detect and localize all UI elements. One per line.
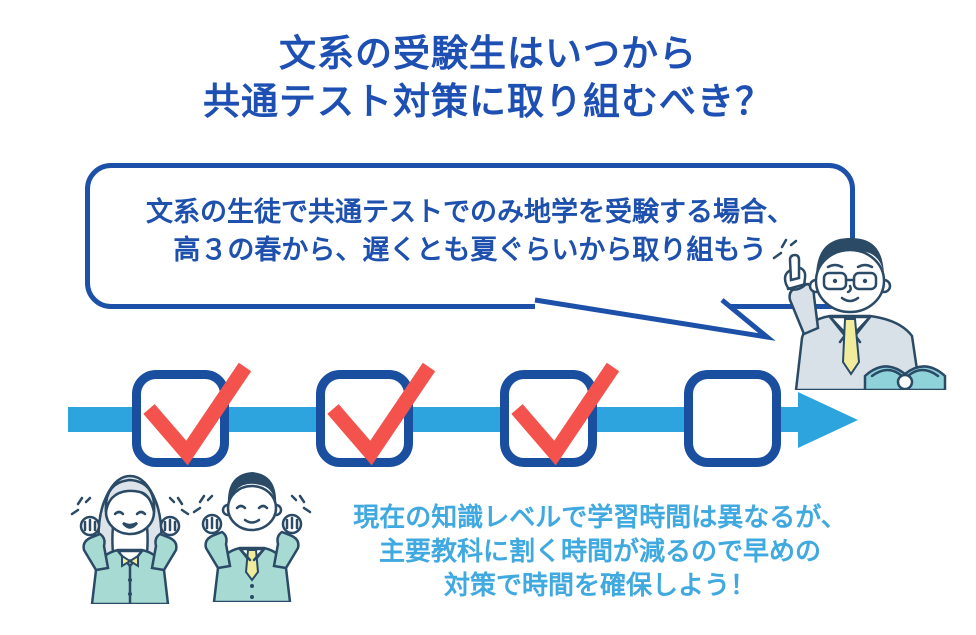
checkmark-icon [511, 362, 620, 466]
checkbox[interactable] [684, 370, 781, 467]
student-girl-illustration [70, 474, 190, 604]
checkbox[interactable] [316, 362, 436, 467]
checkbox[interactable] [500, 362, 620, 467]
sparkle-icon [70, 496, 190, 516]
speech-bubble-text: 文系の生徒で共通テストでのみ地学を受験する場合、 高３の春から、遅くとも夏ぐらい… [90, 194, 850, 270]
speech-bubble-line2: 高３の春から、遅くとも夏ぐらいから取り組もう [173, 235, 767, 266]
teacher-illustration [772, 238, 947, 390]
checkbox[interactable] [132, 362, 252, 467]
page-title: 文系の受験生はいつから 共通テスト対策に取り組むべき？ [0, 30, 976, 126]
student-boy-illustration [192, 472, 312, 602]
checkmark-icon [143, 362, 252, 466]
page-title-line2: 共通テスト対策に取り組むべき？ [203, 80, 773, 123]
bottom-note-line3: 対策で時間を確保しよう！ [443, 571, 756, 601]
speech-bubble-line1: 文系の生徒で共通テストでのみ地学を受験する場合、 [146, 197, 794, 228]
bottom-note-line1: 現在の知識レベルで学習時間は異なるが、 [353, 503, 847, 533]
bottom-note: 現在の知識レベルで学習時間は異なるが、 主要教科に割く時間が減るので早めの 対策… [180, 501, 976, 603]
page-title-line1: 文系の受験生はいつから [279, 32, 697, 75]
sparkle-icon [192, 494, 312, 514]
speech-bubble: 文系の生徒で共通テストでのみ地学を受験する場合、 高３の春から、遅くとも夏ぐらい… [85, 163, 855, 309]
checkmark-icon [327, 362, 436, 466]
speech-bubble-tail [534, 297, 776, 341]
timeline-arrowhead-icon [798, 392, 858, 448]
bottom-note-line2: 主要教科に割く時間が減るので早めの [378, 537, 821, 567]
sparkle-icon [772, 238, 798, 260]
